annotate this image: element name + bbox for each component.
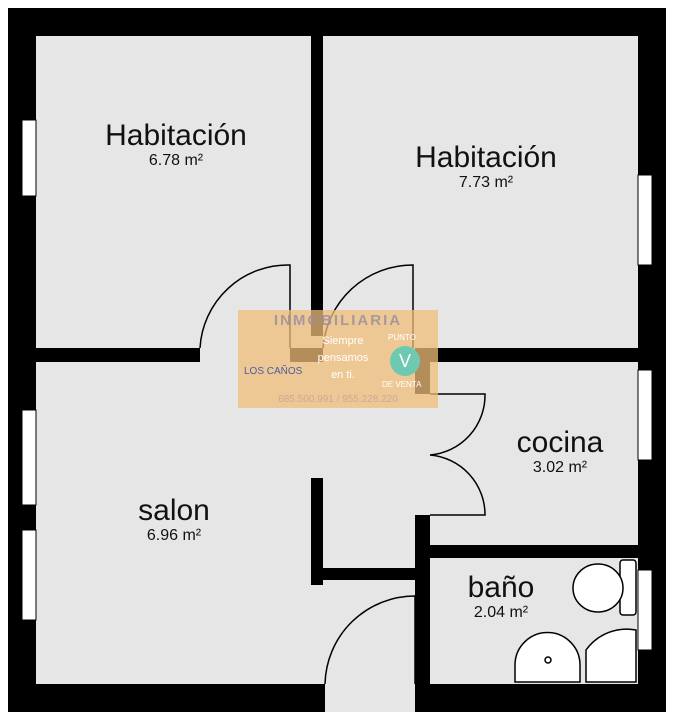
- watermark-title: INMOBILIARIA: [273, 312, 403, 329]
- room-area: 3.02 m²: [532, 459, 588, 476]
- room-name: baño: [467, 571, 535, 604]
- room-area: 6.78 m²: [148, 152, 204, 169]
- room-name: Habitación: [415, 141, 557, 174]
- room-label-kitchen: cocina 3.02 m²: [517, 427, 604, 477]
- windows: [21, 119, 653, 651]
- watermark-punto: PUNTO: [388, 333, 416, 342]
- watermark-phones: 685.500.991 / 955.228.220: [278, 394, 398, 405]
- room-label-bedroom-1: Habitación 6.78 m²: [105, 120, 247, 170]
- watermark-brand: LOS CAÑOS: [244, 366, 303, 377]
- room-area: 2.04 m²: [473, 604, 529, 621]
- agency-watermark: INMOBILIARIA LOS CAÑOS Siempre pensamos …: [238, 310, 438, 408]
- room-name: cocina: [516, 426, 604, 459]
- watermark-de-venta: DE VENTA: [382, 380, 422, 389]
- room-label-living-room: salon 6.96 m²: [138, 495, 210, 545]
- room-area: 7.73 m²: [458, 174, 514, 191]
- room-label-bathroom: baño 2.04 m²: [468, 572, 535, 622]
- room-area: 6.96 m²: [146, 527, 202, 544]
- room-name: Habitación: [105, 119, 247, 152]
- bathroom-fixtures: [514, 559, 637, 683]
- room-name: salon: [138, 494, 210, 527]
- watermark-v-logo: V: [390, 346, 420, 376]
- watermark-slogan: Siempre pensamos en ti.: [317, 335, 369, 381]
- room-label-bedroom-2: Habitación 7.73 m²: [415, 142, 557, 192]
